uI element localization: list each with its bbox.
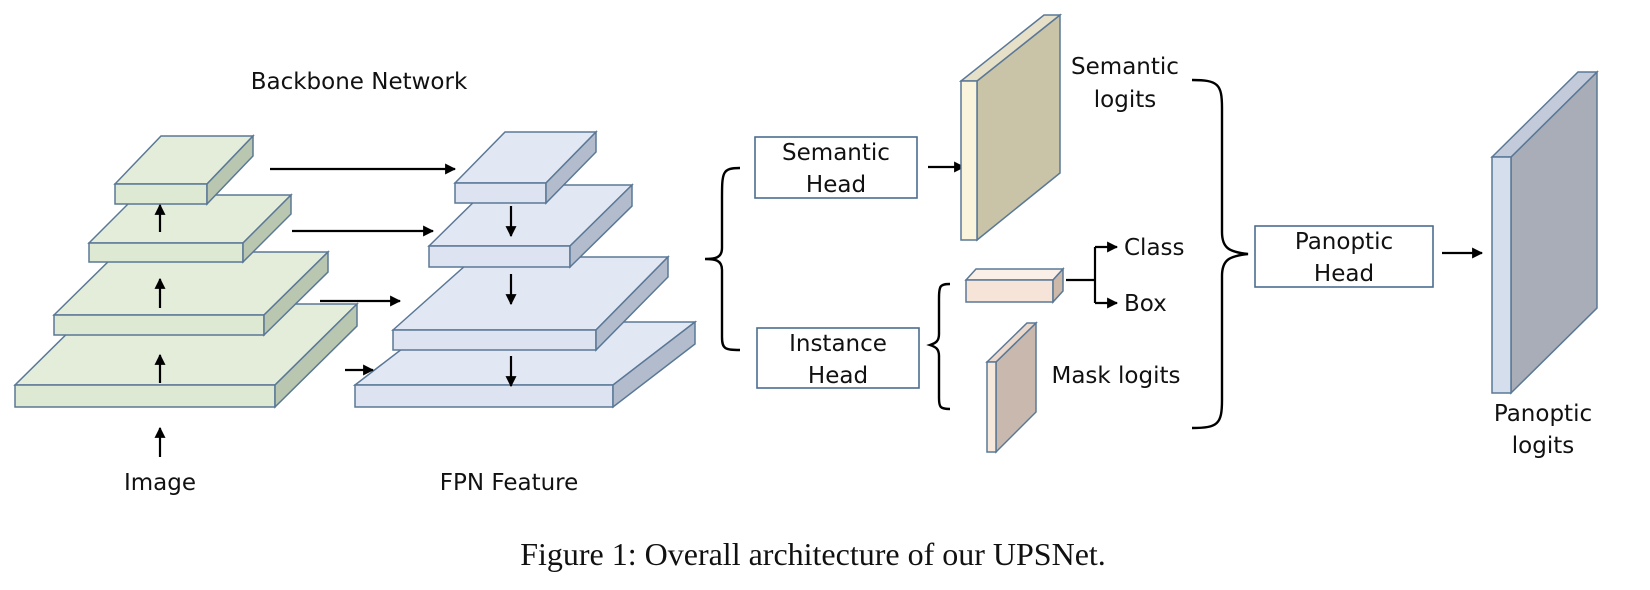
fpn-pyramid xyxy=(352,130,698,409)
image-label: Image xyxy=(124,470,196,496)
fpn-feature-label: FPN Feature xyxy=(440,470,579,496)
fpn-level-3-front xyxy=(392,329,597,351)
instance-head: Instance Head xyxy=(756,327,920,389)
class-label: Class xyxy=(1124,235,1185,261)
backbone-level-2-front xyxy=(88,242,244,263)
heads-brace xyxy=(704,166,741,352)
backbone-level-3-front xyxy=(53,314,265,336)
box-class-tensor-top xyxy=(964,268,1065,281)
mask-logits-front xyxy=(986,361,997,453)
semantic-head: Semantic Head xyxy=(754,136,918,199)
fpn-level-1-front xyxy=(454,182,547,204)
semantic-logits-label-line1: Semantic xyxy=(1071,54,1179,80)
box-class-tensor-front xyxy=(965,279,1054,303)
fpn-level-3 xyxy=(391,255,670,352)
fpn-level-2-front xyxy=(428,245,571,268)
panoptic-head-label-line2: Head xyxy=(1314,261,1374,287)
fpn-level-1 xyxy=(453,130,598,205)
class-box-split xyxy=(1066,247,1097,303)
panoptic-head: Panoptic Head xyxy=(1254,225,1434,288)
instance-outputs-brace xyxy=(926,282,951,411)
backbone-level-4-front xyxy=(14,384,276,408)
fpn-level-4-side xyxy=(612,320,696,409)
backbone-level-3 xyxy=(52,250,330,337)
semantic-logits-label-line2: logits xyxy=(1094,87,1156,113)
panoptic-head-box xyxy=(1254,225,1434,288)
panoptic-logits-tensor xyxy=(1490,70,1599,395)
backbone-level-2 xyxy=(87,193,293,264)
box-label: Box xyxy=(1124,291,1167,317)
backbone-level-2-side xyxy=(242,193,292,264)
semantic-head-label-line1: Semantic xyxy=(782,140,890,166)
mask-logits-tensor xyxy=(985,321,1038,454)
semantic-logits-front xyxy=(960,80,978,241)
backbone-level-3-side xyxy=(263,250,329,337)
figure-caption: Figure 1: Overall architecture of our UP… xyxy=(520,536,1106,572)
panoptic-logits-depth-face xyxy=(1510,70,1598,395)
fpn-level-1-side xyxy=(545,130,597,205)
panoptic-logits-label-line2: logits xyxy=(1512,433,1574,459)
instance-head-label-line2: Head xyxy=(808,363,868,389)
backbone-network-label: Backbone Network xyxy=(251,69,468,95)
panoptic-logits-label-line1: Panoptic xyxy=(1494,401,1592,427)
mask-logits-label: Mask logits xyxy=(1051,363,1180,389)
fpn-level-3-side xyxy=(595,255,669,352)
backbone-level-1-front xyxy=(114,183,208,205)
fpn-level-2-side xyxy=(569,183,633,269)
semantic-head-box xyxy=(754,136,918,199)
lateral-arrows xyxy=(270,163,457,376)
semantic-logits-tensor xyxy=(958,13,1063,242)
panoptic-brace xyxy=(1191,78,1249,430)
instance-head-box xyxy=(756,327,920,389)
backbone-pyramid xyxy=(13,134,359,409)
backbone-level-1 xyxy=(113,134,255,206)
panoptic-logits-front xyxy=(1491,156,1512,394)
fpn-level-4-front xyxy=(354,384,614,408)
semantic-head-label-line2: Head xyxy=(806,172,866,198)
instance-head-label-line1: Instance xyxy=(789,331,887,357)
backbone-level-1-side xyxy=(206,134,254,206)
box-class-tensor xyxy=(964,267,1065,304)
box-class-tensor-side xyxy=(1052,267,1064,304)
panoptic-head-label-line1: Panoptic xyxy=(1295,229,1393,255)
backbone-level-4-side xyxy=(274,302,358,409)
